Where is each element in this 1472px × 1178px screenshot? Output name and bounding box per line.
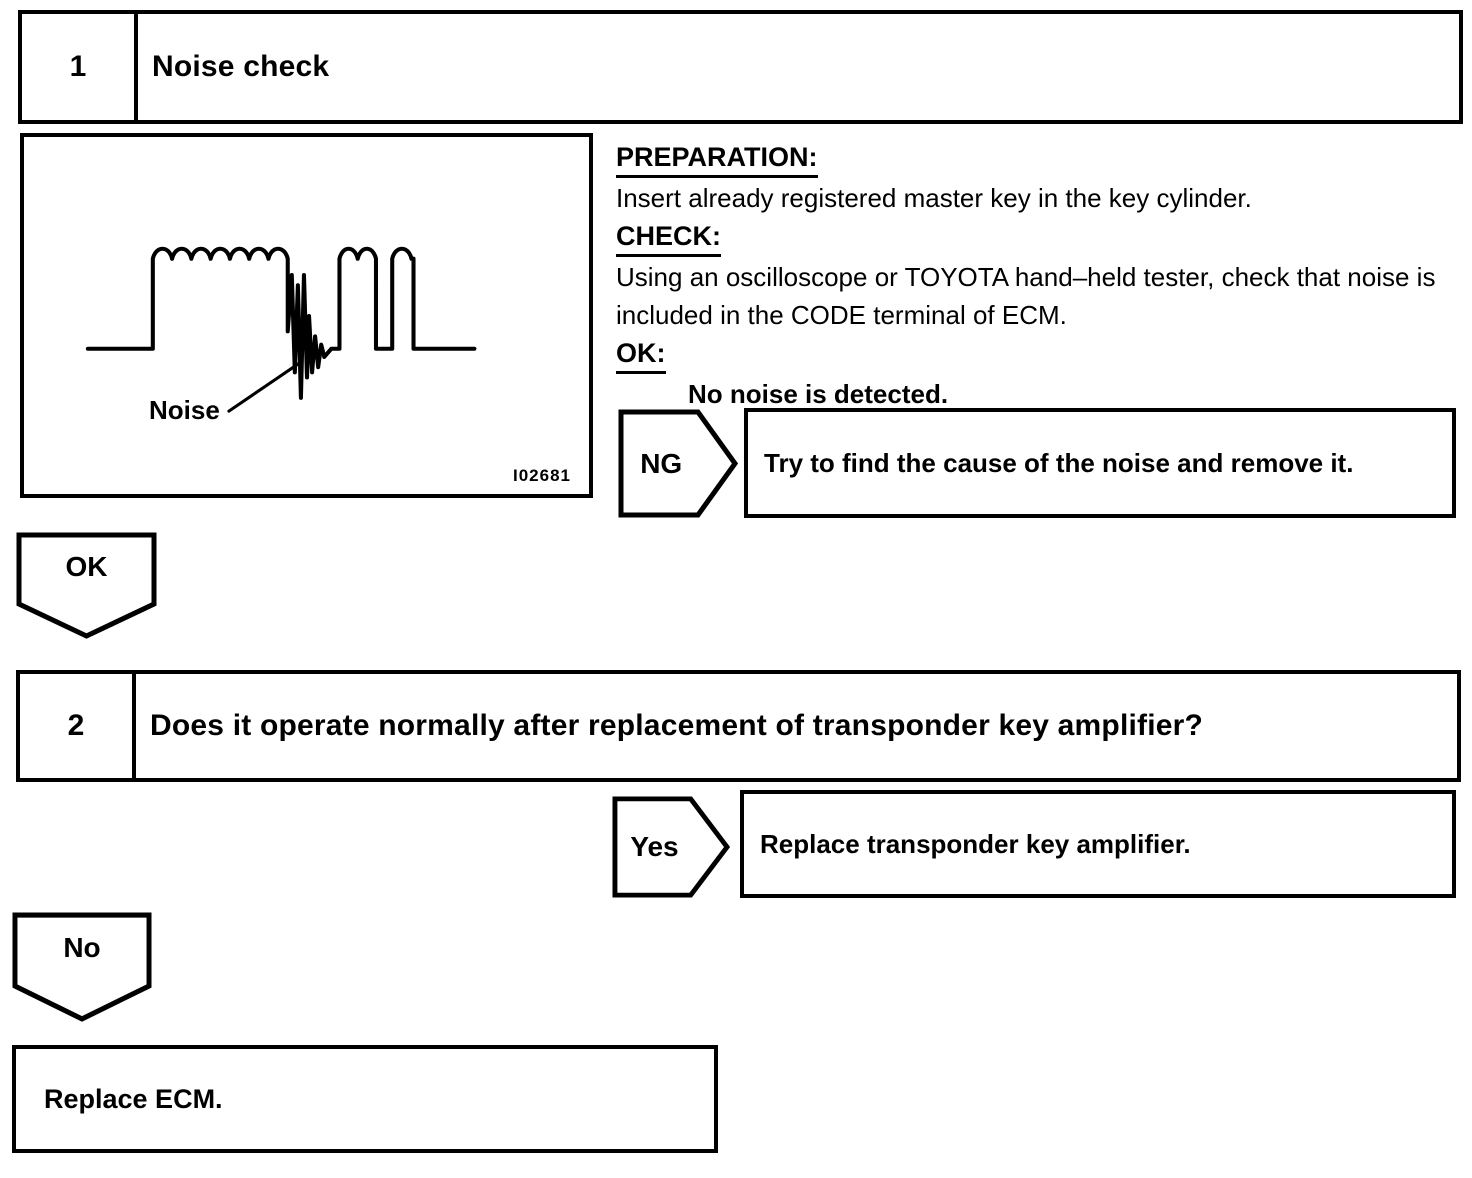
preparation-heading-row: PREPARATION: <box>616 138 1468 179</box>
ok-connector: OK <box>16 532 157 639</box>
step-1-number: 1 <box>22 14 138 120</box>
instruction-block: PREPARATION: Insert already registered m… <box>616 138 1468 413</box>
yes-connector: Yes <box>612 796 730 898</box>
ok-heading-row: OK: <box>616 334 1468 375</box>
step-2-number: 2 <box>20 674 136 778</box>
ok-heading: OK: <box>616 337 666 374</box>
yes-label: Yes <box>630 831 679 862</box>
step-2-title: Does it operate normally after replaceme… <box>150 709 1204 742</box>
ng-arrow-shape <box>618 409 738 518</box>
check-heading: CHECK: <box>616 220 721 257</box>
preparation-text: Insert already registered master key in … <box>616 183 1252 213</box>
waveform-canvas <box>85 246 477 413</box>
final-action-text: Replace ECM. <box>44 1083 223 1114</box>
step-1-title: Noise check <box>152 50 330 83</box>
step-1-header: 1 Noise check <box>18 10 1463 124</box>
ng-connector: NG <box>618 409 738 518</box>
yes-action-text: Replace transponder key amplifier. <box>760 828 1191 859</box>
noise-label: Noise <box>149 395 220 425</box>
yes-arrow-shape <box>612 796 730 898</box>
no-arrow-shape <box>12 912 152 1022</box>
ng-action-text: Try to find the cause of the noise and r… <box>764 447 1354 478</box>
ok-label: OK <box>65 551 108 583</box>
oscilloscope-figure: Noise I02681 <box>20 133 593 498</box>
ok-result-text: No noise is detected. <box>688 379 949 409</box>
ng-label: NG <box>640 447 683 479</box>
yes-action-box: Replace transponder key amplifier. <box>740 790 1456 898</box>
ng-action-box: Try to find the cause of the noise and r… <box>744 408 1456 518</box>
no-connector: No <box>12 912 152 1022</box>
noise-pointer-line <box>227 360 303 413</box>
waveform-trace <box>85 246 477 400</box>
final-action-box: Replace ECM. <box>12 1045 718 1153</box>
check-text: Using an oscilloscope or TOYOTA hand–hel… <box>616 262 1436 330</box>
step-2-header: 2 Does it operate normally after replace… <box>16 670 1461 782</box>
no-label: No <box>63 932 101 964</box>
figure-code: I02681 <box>513 466 571 485</box>
ok-arrow-shape <box>16 532 157 639</box>
preparation-heading: PREPARATION: <box>616 141 818 178</box>
check-heading-row: CHECK: <box>616 217 1468 258</box>
